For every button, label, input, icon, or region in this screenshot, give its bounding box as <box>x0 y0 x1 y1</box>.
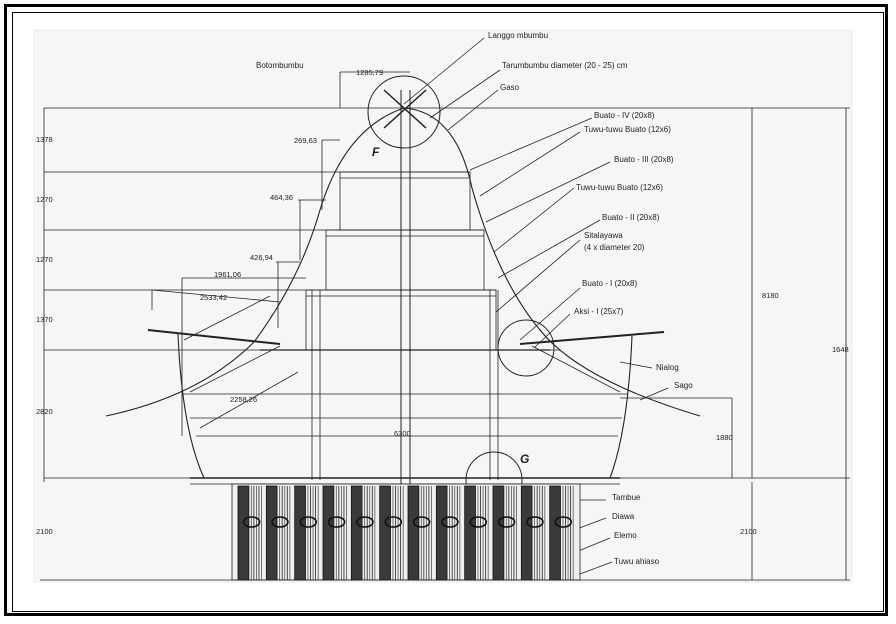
label-tambue: Tambue <box>612 493 641 502</box>
dim-6300: 6300 <box>394 429 411 438</box>
stilt-post <box>322 485 335 581</box>
stilt-lashing <box>271 516 289 528</box>
dim-1285-79: 1285,79 <box>356 68 383 77</box>
label-aksi-i: Aksi - I (25x7) <box>574 307 624 316</box>
level-1270-a: 1270 <box>36 195 53 204</box>
label-buato-iv: Buato - IV (20x8) <box>594 111 655 120</box>
dim-1880: 1880 <box>716 433 733 442</box>
stilt-lashing <box>469 516 488 528</box>
stilt-post <box>407 485 420 581</box>
stilt-lashing <box>497 516 516 528</box>
label-gaso: Gaso <box>500 83 520 92</box>
level-1370: 1370 <box>36 315 53 324</box>
stilt-post <box>492 485 505 581</box>
stilt-foundation <box>40 483 850 581</box>
stilt-lashing <box>441 516 459 528</box>
stilt-lashing <box>554 516 573 528</box>
stilt-lashing <box>299 516 318 528</box>
stilt-post <box>237 485 250 581</box>
inner-frame <box>12 12 884 612</box>
label-langgo-mbumbu: Langgo mbumbu <box>488 31 548 40</box>
label-buato-ii: Buato - II (20x8) <box>602 213 660 222</box>
stilt-post <box>350 485 363 581</box>
dim-1961-06: 1961,06 <box>214 270 241 279</box>
stilt-post <box>294 485 306 581</box>
dim-2533-42: 2533,42 <box>200 293 227 302</box>
label-diawa: Diawa <box>612 512 635 521</box>
label-tuwu-tuwu-buato-2: Tuwu-tuwu Buato (12x6) <box>576 183 663 192</box>
level-1378: 1378 <box>36 135 53 144</box>
label-sitalayawa: Sitalayawa <box>584 231 623 240</box>
outer-frame <box>4 4 888 616</box>
stilt-lashing <box>356 516 374 528</box>
stilt-post <box>379 485 391 581</box>
stilt-post <box>464 485 476 581</box>
stilt-lashing <box>526 516 544 528</box>
label-tarumbumbu: Tarumbumbu diameter (20 - 25) cm <box>502 61 628 70</box>
label-sago: Sago <box>674 381 693 390</box>
level-2820: 2820 <box>36 407 53 416</box>
label-sitalayawa-diameter: (4 x diameter 20) <box>584 243 645 252</box>
detail-marker-f: F <box>372 145 380 159</box>
stilt-lashing <box>242 516 261 528</box>
dim-2258-26: 2258,26 <box>230 395 257 404</box>
stilt-lashing <box>327 516 346 528</box>
label-nialog: Nialog <box>656 363 679 372</box>
stilt-lashing <box>412 516 431 528</box>
dim-269-63: 269,63 <box>294 136 317 145</box>
label-buato-i: Buato - I (20x8) <box>582 279 637 288</box>
stilt-post <box>520 485 533 581</box>
dim-8180: 8180 <box>762 291 779 300</box>
dim-2100-left: 2100 <box>36 527 53 536</box>
stilt-post <box>549 485 561 581</box>
level-1270-b: 1270 <box>36 255 53 264</box>
dim-426-94: 426,94 <box>250 253 273 262</box>
label-elemo: Elemo <box>614 531 637 540</box>
stilt-post <box>435 485 448 581</box>
label-tuwu-ahiaso: Tuwu ahiaso <box>614 557 660 566</box>
label-tuwu-tuwu-buato-1: Tuwu-tuwu Buato (12x6) <box>584 125 671 134</box>
detail-marker-g: G <box>520 452 529 466</box>
stilt-lashing <box>384 516 403 528</box>
dim-1648: 1648 <box>832 345 849 354</box>
dim-2100-right: 2100 <box>740 527 757 536</box>
label-buato-iii: Buato - III (20x8) <box>614 155 674 164</box>
stilt-post <box>265 485 278 581</box>
label-botombumbu: Botombumbu <box>256 61 304 70</box>
dim-464-36: 464,36 <box>270 193 293 202</box>
